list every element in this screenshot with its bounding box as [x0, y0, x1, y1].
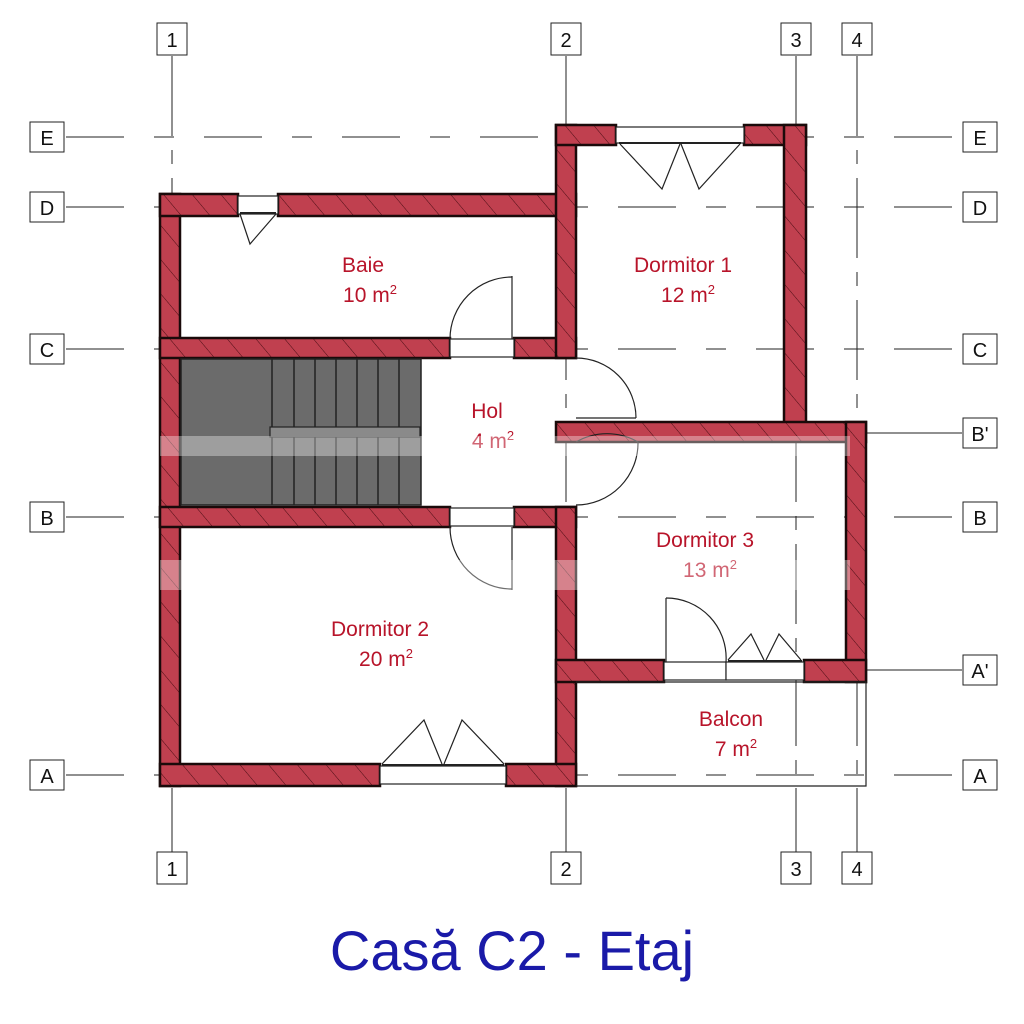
grid-bubble-3-top: 3	[780, 22, 812, 56]
grid-bubbles-rows-left: E D C B A	[29, 121, 65, 791]
grid-bubble-E-left: E	[29, 121, 65, 153]
svg-text:A: A	[973, 766, 987, 788]
svg-text:1: 1	[166, 859, 177, 881]
walls	[158, 123, 868, 788]
grid-bubbles-columns: 1 2 3 4 1 2 3 4	[156, 22, 873, 885]
svg-text:13 m2: 13 m2	[683, 557, 737, 582]
svg-text:2: 2	[560, 859, 571, 881]
grid-bubble-4-top: 4	[841, 22, 873, 56]
svg-text:A': A'	[971, 661, 988, 683]
doors-windows	[237, 126, 867, 787]
grid-bubble-3-bottom: 3	[780, 851, 812, 885]
svg-text:3: 3	[790, 30, 801, 52]
room-dormitor-3: Dormitor 3 13 m2	[656, 529, 754, 582]
grid-bubble-Bprime-right: B'	[962, 417, 998, 449]
grid-bubble-Aprime-right: A'	[962, 654, 998, 686]
svg-text:Balcon: Balcon	[699, 708, 763, 731]
grid-bubble-1-bottom: 1	[156, 851, 188, 885]
grid-bubble-B-right: B	[962, 501, 998, 533]
svg-text:1: 1	[166, 30, 177, 52]
svg-text:E: E	[973, 128, 986, 150]
svg-text:12 m2: 12 m2	[661, 282, 715, 307]
grid-bubbles-rows-right: E D C B' B A' A	[962, 121, 998, 791]
svg-text:B': B'	[971, 424, 988, 446]
svg-text:10 m2: 10 m2	[343, 282, 397, 307]
grid-bubble-A-left: A	[29, 759, 65, 791]
plan-title: Casă C2 - Etaj	[329, 919, 695, 982]
svg-text:4: 4	[851, 30, 862, 52]
grid-bubble-2-bottom: 2	[550, 851, 582, 885]
room-balcon: Balcon 7 m2	[699, 708, 763, 761]
svg-text:4 m2: 4 m2	[472, 428, 514, 453]
room-hol: Hol 4 m2	[471, 400, 514, 453]
svg-text:Hol: Hol	[471, 400, 503, 423]
svg-text:3: 3	[790, 859, 801, 881]
svg-text:B: B	[973, 508, 986, 530]
svg-text:Dormitor 1: Dormitor 1	[634, 254, 732, 277]
svg-text:Dormitor 2: Dormitor 2	[331, 618, 429, 641]
svg-text:20 m2: 20 m2	[359, 646, 413, 671]
grid-bubble-4-bottom: 4	[841, 851, 873, 885]
grid-bubble-E-right: E	[962, 121, 998, 153]
room-name: Baie	[342, 254, 384, 277]
svg-text:E: E	[40, 128, 53, 150]
grid-bubble-1-top: 1	[156, 22, 188, 56]
watermark	[160, 436, 850, 590]
svg-text:C: C	[973, 340, 987, 362]
grid-bubble-2-top: 2	[550, 22, 582, 56]
room-labels: Baie 10 m2 Dormitor 1 12 m2 Hol 4 m2 Dor…	[331, 254, 763, 761]
room-dormitor-1: Dormitor 1 12 m2	[634, 254, 732, 307]
room-baie: Baie 10 m2	[342, 254, 397, 307]
svg-text:D: D	[973, 198, 987, 220]
svg-text:7 m2: 7 m2	[715, 736, 757, 761]
staircase	[180, 358, 422, 506]
grid-bubble-C-left: C	[29, 333, 65, 365]
svg-text:Dormitor 3: Dormitor 3	[656, 529, 754, 552]
grid-bubble-A-right: A	[962, 759, 998, 791]
svg-text:2: 2	[560, 30, 571, 52]
grid-bubble-B-left: B	[29, 501, 65, 533]
svg-text:A: A	[40, 766, 54, 788]
svg-text:D: D	[40, 198, 54, 220]
grid-bubble-D-left: D	[29, 191, 65, 223]
room-dormitor-2: Dormitor 2 20 m2	[331, 618, 429, 671]
grid-bubble-D-right: D	[962, 191, 998, 223]
svg-text:4: 4	[851, 859, 862, 881]
grid-bubble-C-right: C	[962, 333, 998, 365]
svg-text:C: C	[40, 340, 54, 362]
svg-text:B: B	[40, 508, 53, 530]
